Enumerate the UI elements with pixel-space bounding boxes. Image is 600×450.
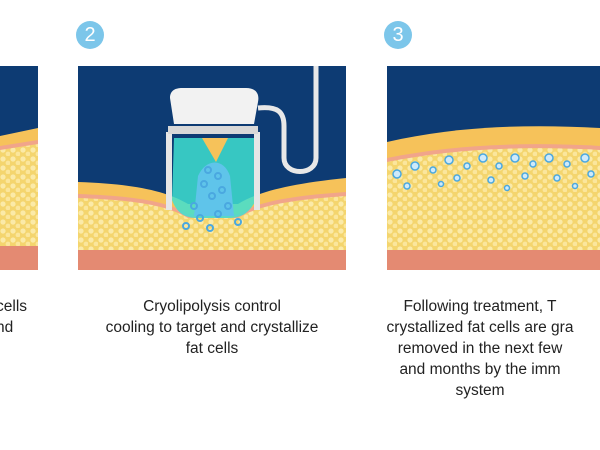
- applicator-head: [170, 88, 259, 124]
- caption-line: removed in the next few: [397, 340, 563, 357]
- caption-line: Following treatment, T: [403, 298, 557, 315]
- crystal-cells: [392, 153, 595, 192]
- applicator-cable: [257, 66, 319, 174]
- caption-line: fat cells: [185, 340, 239, 357]
- step-3-badge: 3: [384, 21, 412, 49]
- caption-line: nd: [0, 319, 14, 336]
- step-1-illustration: [0, 66, 38, 270]
- step-2-illustration: [78, 66, 346, 270]
- caption-line: crystallized fat cells are gra: [386, 319, 574, 336]
- step-3-caption: Following treatment, T crystallized fat …: [330, 296, 600, 401]
- applicator-left-arm: [166, 132, 172, 210]
- caption-line: Cryolipolysis control: [143, 298, 281, 315]
- step-1-caption: cells nd: [0, 296, 27, 338]
- crystal-cells: [182, 166, 242, 232]
- caption-line: system: [455, 382, 505, 399]
- caption-line: cooling to target and crystallize: [105, 319, 319, 336]
- step-2-caption: Cryolipolysis control cooling to target …: [62, 296, 362, 359]
- caption-line: and months by the imm: [399, 361, 561, 378]
- step-3-illustration: [387, 66, 600, 270]
- step-2-badge: 2: [76, 21, 104, 49]
- caption-line: cells: [0, 298, 28, 315]
- applicator-right-arm: [254, 132, 260, 210]
